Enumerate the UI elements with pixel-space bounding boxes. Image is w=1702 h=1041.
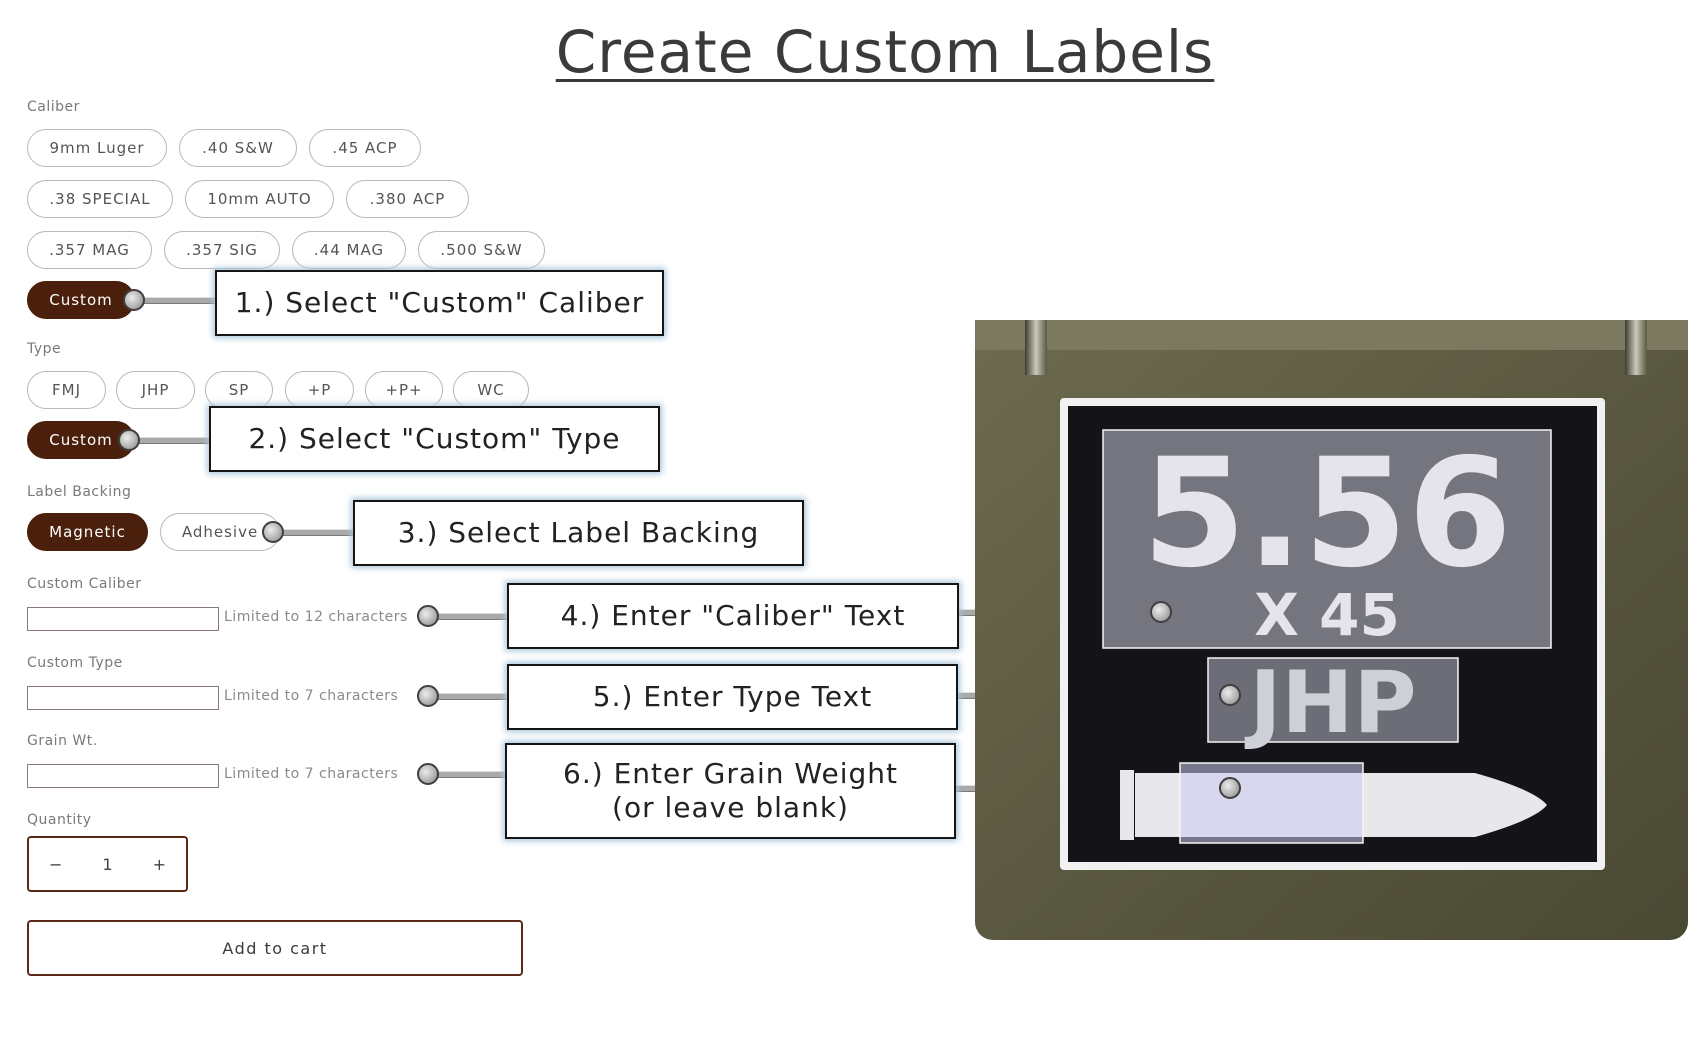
callout-step-2: 2.) Select "Custom" Type	[209, 406, 660, 472]
backing-option-magnetic[interactable]: Magnetic	[27, 513, 148, 551]
callout-5-right-dot	[1219, 684, 1241, 706]
caliber-option-40-sw[interactable]: .40 S&W	[179, 129, 297, 167]
callout-6-right-dot	[1219, 777, 1241, 799]
case-lid-edge	[975, 320, 1688, 350]
caliber-option-45-acp[interactable]: .45 ACP	[309, 129, 421, 167]
backing-option-adhesive[interactable]: Adhesive	[160, 513, 280, 551]
type-label: Type	[27, 341, 62, 357]
callout-step-6-line-2: (or leave blank)	[612, 791, 849, 824]
callout-4-left-dot	[417, 605, 439, 627]
caliber-option-10mm-auto[interactable]: 10mm AUTO	[185, 180, 334, 218]
callout-2-connector	[129, 437, 210, 444]
grain-weight-highlight	[1179, 762, 1364, 844]
callout-6-left-dot	[417, 763, 439, 785]
type-option-custom[interactable]: Custom	[27, 421, 135, 459]
preview-type-text: JHP	[1244, 653, 1416, 753]
caliber-option-custom[interactable]: Custom	[27, 281, 135, 319]
callout-step-4: 4.) Enter "Caliber" Text	[507, 583, 959, 649]
grain-wt-label: Grain Wt.	[27, 733, 98, 749]
type-option-jhp[interactable]: JHP	[116, 371, 195, 409]
caliber-text-highlight	[1102, 429, 1552, 649]
callout-5-left-connector	[427, 693, 507, 700]
quantity-decrease-button[interactable]: −	[49, 854, 63, 874]
quantity-stepper: − 1 +	[27, 836, 188, 892]
caliber-option-380-acp[interactable]: .380 ACP	[346, 180, 469, 218]
callout-4-left-connector	[427, 613, 507, 620]
caliber-option-357-sig[interactable]: .357 SIG	[164, 231, 280, 269]
type-option-plus-p[interactable]: +P	[285, 371, 354, 409]
callout-step-3: 3.) Select Label Backing	[353, 500, 804, 566]
caliber-option-44-mag[interactable]: .44 MAG	[292, 231, 406, 269]
callout-4-right-dot	[1150, 601, 1172, 623]
grain-wt-input[interactable]	[27, 764, 219, 788]
type-option-plus-p-plus[interactable]: +P+	[365, 371, 443, 409]
quantity-label: Quantity	[27, 812, 92, 828]
type-text-highlight	[1207, 657, 1459, 743]
callout-step-6-line-1: 6.) Enter Grain Weight	[563, 757, 898, 790]
callout-step-5: 5.) Enter Type Text	[507, 664, 958, 730]
preview-caliber-small: X 45	[1254, 581, 1400, 649]
custom-type-input[interactable]	[27, 686, 219, 710]
callout-1-dot	[123, 289, 145, 311]
callout-5-left-dot	[417, 685, 439, 707]
callout-1-connector	[134, 297, 216, 304]
caliber-option-500-sw[interactable]: .500 S&W	[418, 231, 545, 269]
callout-3-connector	[273, 529, 353, 536]
callout-2-dot	[118, 429, 140, 451]
custom-type-label: Custom Type	[27, 655, 123, 671]
grain-wt-hint: Limited to 7 characters	[224, 766, 399, 782]
case-tab-left	[1025, 320, 1047, 375]
preview-caliber-big: 5.56	[1142, 427, 1512, 601]
type-option-fmj[interactable]: FMJ	[27, 371, 106, 409]
caliber-label: Caliber	[27, 99, 80, 115]
custom-caliber-label: Custom Caliber	[27, 576, 142, 592]
ammo-can-illustration: 5.56 X 45 JHP	[975, 320, 1688, 940]
caliber-option-9mm-luger[interactable]: 9mm Luger	[27, 129, 167, 167]
callout-step-6: 6.) Enter Grain Weight (or leave blank)	[505, 743, 956, 839]
custom-caliber-input[interactable]	[27, 607, 219, 631]
callout-step-1: 1.) Select "Custom" Caliber	[215, 270, 664, 336]
case-tab-right	[1625, 320, 1647, 375]
label-backing-label: Label Backing	[27, 484, 132, 500]
type-option-sp[interactable]: SP	[205, 371, 273, 409]
type-option-wc[interactable]: WC	[453, 371, 529, 409]
page-title: Create Custom Labels	[555, 18, 1215, 86]
callout-3-dot	[262, 521, 284, 543]
custom-caliber-hint: Limited to 12 characters	[224, 609, 408, 625]
quantity-increase-button[interactable]: +	[152, 854, 166, 874]
caliber-option-357-mag[interactable]: .357 MAG	[27, 231, 152, 269]
custom-type-hint: Limited to 7 characters	[224, 688, 399, 704]
caliber-option-38-special[interactable]: .38 SPECIAL	[27, 180, 173, 218]
add-to-cart-button[interactable]: Add to cart	[27, 920, 523, 976]
callout-6-left-connector	[427, 771, 507, 778]
label-preview-image: 5.56 X 45 JHP	[975, 320, 1688, 940]
quantity-value[interactable]: 1	[102, 854, 113, 874]
